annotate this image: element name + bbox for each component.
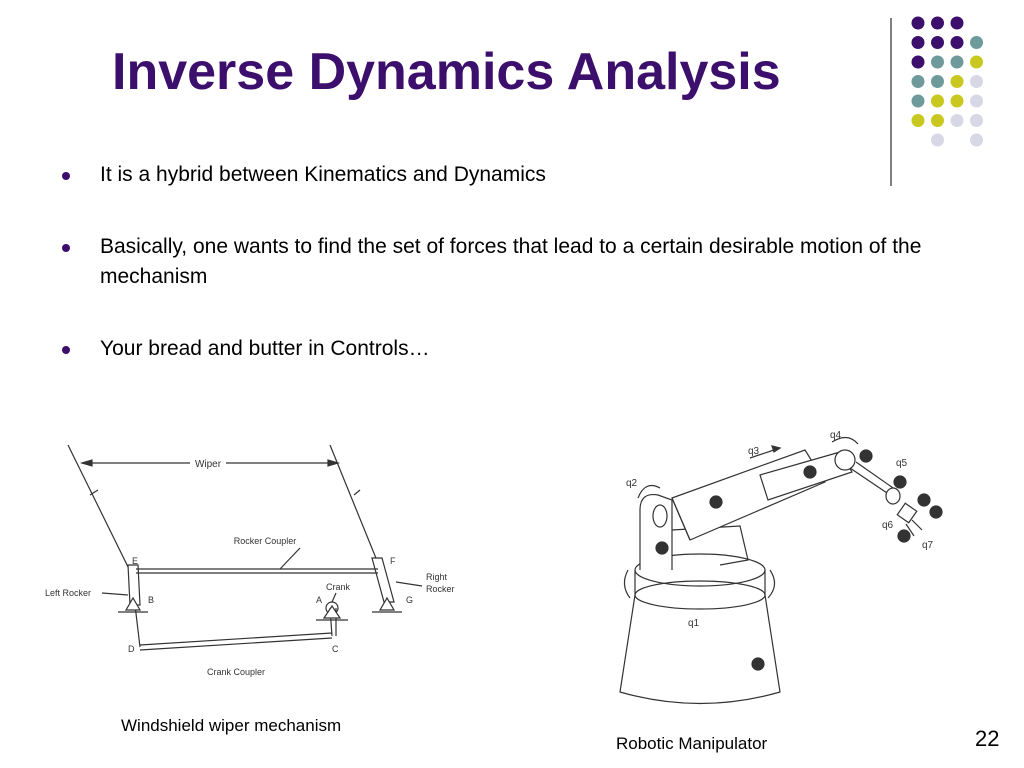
decorative-dot xyxy=(911,16,925,30)
joint-label-q1: q1 xyxy=(688,618,700,629)
link-number-label: 4 xyxy=(807,467,812,477)
decorative-dot xyxy=(970,75,983,88)
bullet-item: Basically, one wants to find the set of … xyxy=(62,232,962,292)
link-number-label: 3 xyxy=(713,497,718,507)
bullet-item: It is a hybrid between Kinematics and Dy… xyxy=(62,160,962,190)
wiper-mechanism-figure: Wiper Rocker Coupler Crank Coupler Crank… xyxy=(45,444,455,677)
joint-label-q6: q6 xyxy=(882,520,894,531)
robot-wrist xyxy=(834,449,923,537)
decorative-dot xyxy=(950,16,964,30)
left-rocker-label: Left Rocker xyxy=(45,588,91,598)
decorative-dot xyxy=(950,55,964,69)
page-number: 22 xyxy=(975,726,1000,751)
left-rocker xyxy=(127,564,141,606)
decorative-dot xyxy=(911,114,925,127)
rocker-coupler-label: Rocker Coupler xyxy=(234,536,297,546)
joint-label-q4: q4 xyxy=(830,430,842,441)
right-wiper-blade xyxy=(329,444,381,569)
decorative-dot xyxy=(931,36,944,49)
decorative-dot xyxy=(911,75,925,88)
decorative-dot xyxy=(931,75,944,88)
left-wiper-blade xyxy=(67,444,133,576)
joint-label-q7: q7 xyxy=(922,540,934,551)
robot-figure-caption: Robotic Manipulator xyxy=(616,734,768,753)
decorative-dot xyxy=(970,133,983,147)
decorative-dot xyxy=(950,75,964,88)
decorative-dot xyxy=(950,114,964,127)
joint-label-q5: q5 xyxy=(896,458,908,469)
joint-label-q3: q3 xyxy=(748,446,760,457)
robot-base xyxy=(619,553,781,705)
point-label-g: G xyxy=(406,595,413,605)
slide-title: Inverse Dynamics Analysis xyxy=(112,43,781,101)
decorative-dot xyxy=(970,36,983,49)
bullet-dot-icon xyxy=(62,244,70,252)
ground-supports xyxy=(118,596,402,621)
q2-rotation-arrow-icon xyxy=(637,485,661,499)
crank-coupler-label: Crank Coupler xyxy=(207,667,265,677)
point-label-b: B xyxy=(148,595,154,605)
decorative-dot xyxy=(970,114,983,127)
link-number-label: 9 xyxy=(901,531,906,541)
crank-label: Crank xyxy=(326,582,351,592)
point-label-d: D xyxy=(128,644,135,654)
point-label-c: C xyxy=(332,644,339,654)
point-label-e: E xyxy=(132,556,138,566)
link-number-label: 6 xyxy=(897,477,902,487)
link-number-label: 7 xyxy=(921,495,926,505)
link-number-label: 8 xyxy=(933,507,938,517)
bullet-text: Basically, one wants to find the set of … xyxy=(100,235,922,288)
link-number-label: 1 xyxy=(755,659,760,669)
link-number-label: 5 xyxy=(863,451,868,461)
decorative-dot xyxy=(911,94,925,108)
decorative-dot xyxy=(911,36,925,49)
robotic-manipulator-figure: q2 q3 q4 q5 q6 q7 q1 1 2 3 4 5 6 7 8 9 xyxy=(619,430,943,705)
bullet-text: Your bread and butter in Controls… xyxy=(100,337,430,360)
decorative-dot xyxy=(931,133,944,147)
q4-rotation-arrow-icon xyxy=(831,436,859,445)
decorative-dot-grid xyxy=(890,16,983,186)
bullet-item: Your bread and butter in Controls… xyxy=(62,334,962,364)
decorative-dot xyxy=(931,114,944,127)
decorative-dot xyxy=(931,94,944,108)
joint-label-q2: q2 xyxy=(626,478,638,489)
link-number-label: 2 xyxy=(659,543,664,553)
decorative-dot xyxy=(950,36,964,49)
bullet-text: It is a hybrid between Kinematics and Dy… xyxy=(100,163,546,186)
wiper-label: Wiper xyxy=(195,459,222,470)
decorative-dot xyxy=(911,55,925,69)
bullet-list: It is a hybrid between Kinematics and Dy… xyxy=(62,160,962,364)
right-rocker-label-1: Right xyxy=(426,572,448,582)
decorative-dot xyxy=(970,55,983,69)
decorative-dot xyxy=(931,55,944,69)
point-label-a: A xyxy=(316,595,322,605)
bullet-dot-icon xyxy=(62,346,70,354)
point-label-f: F xyxy=(390,556,396,566)
bullet-dot-icon xyxy=(62,172,70,180)
crank-coupler-link xyxy=(139,632,333,646)
decorative-dot xyxy=(931,16,944,30)
wiper-figure-caption: Windshield wiper mechanism xyxy=(121,716,342,735)
decorative-dot xyxy=(970,94,983,108)
right-rocker-label-2: Rocker xyxy=(426,584,455,594)
decorative-dot xyxy=(950,94,964,108)
